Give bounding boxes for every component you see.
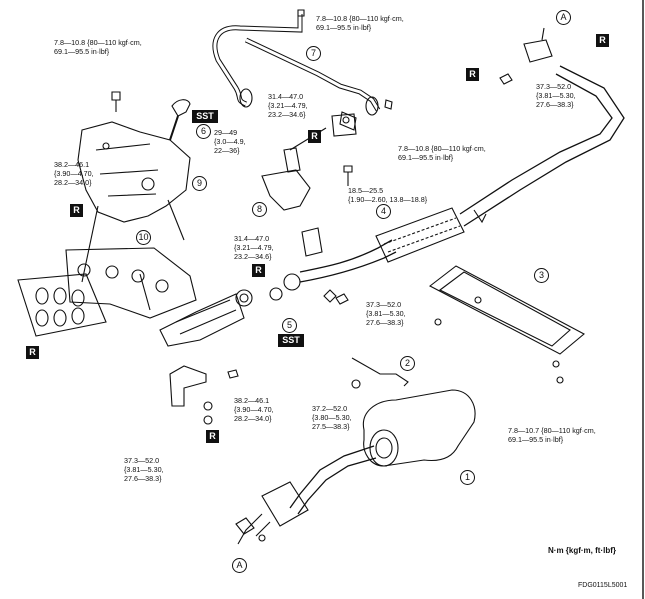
torque-spec-front-pipe-nut: 37.3—52.0 {3.81—5.30, 27.6—38.3} <box>366 300 406 327</box>
torque-spec-insulator-bolt: 7.8—10.8 {80—110 kgf·cm, 69.1—95.5 in·lb… <box>54 38 142 56</box>
reuse-badge: R <box>596 34 609 47</box>
torque-spec-flex-pipe: 31.4—47.0 {3.21—4.79, 23.2—34.6} <box>234 234 274 261</box>
torque-spec-o2-pipe-fitting: 31.4—47.0 {3.21—4.79, 23.2—34.6} <box>268 92 308 119</box>
torque-spec-bracket-bolt: 18.5—25.5 {1.90—2.60, 13.8—18.8} <box>348 186 428 204</box>
units-legend: N·m {kgf·m, ft·lbf} <box>548 546 616 555</box>
torque-spec-bracket-nut: 38.2—46.1 {3.90—4.70, 28.2—34.0} <box>234 396 274 423</box>
part-callout-8: 8 <box>252 202 267 217</box>
connection-marker-a-top: A <box>556 10 571 25</box>
part-callout-3: 3 <box>534 268 549 283</box>
sst-badge: SST <box>278 334 304 347</box>
part-callout-6: 6 <box>196 124 211 139</box>
part-callout-5: 5 <box>282 318 297 333</box>
torque-spec-egr-bolt: 7.8—10.8 {80—110 kgf·cm, 69.1—95.5 in·lb… <box>398 144 486 162</box>
torque-spec-rear-flange-nut: 37.3—52.0 {3.81—5.30, 27.6—38.3} <box>536 82 576 109</box>
torque-spec-oxygen-sensor: 29—49 {3.0—4.9, 22—36} <box>214 128 246 155</box>
reuse-badge: R <box>26 346 39 359</box>
torque-spec-lower-nut: 37.3—52.0 {3.81—5.30, 27.6—38.3} <box>124 456 164 483</box>
torque-spec-hanger-bolt: 37.2—52.0 {3.80—5.30, 27.5—38.3} <box>312 404 352 431</box>
connection-marker-a-bottom: A <box>232 558 247 573</box>
torque-spec-o2-pipe-bolt: 7.8—10.8 {80—110 kgf·cm, 69.1—95.5 in·lb… <box>316 14 404 32</box>
reuse-badge: R <box>252 264 265 277</box>
part-callout-7: 7 <box>306 46 321 61</box>
part-callout-2: 2 <box>400 356 415 371</box>
part-callout-4: 4 <box>376 204 391 219</box>
reuse-badge: R <box>308 130 321 143</box>
reuse-badge: R <box>466 68 479 81</box>
reuse-badge: R <box>70 204 83 217</box>
torque-spec-manifold-nut: 38.2—46.1 {3.90—4.70, 28.2—34.0} <box>54 160 94 187</box>
figure-code: FDG0115L5001 <box>578 582 628 589</box>
part-callout-9: 9 <box>192 176 207 191</box>
part-callout-1: 1 <box>460 470 475 485</box>
reuse-badge: R <box>206 430 219 443</box>
part-callout-10: 10 <box>136 230 151 245</box>
torque-spec-bracket-bolts: 7.8—10.7 {80—110 kgf·cm, 69.1—95.5 in·lb… <box>508 426 596 444</box>
sst-badge: SST <box>192 110 218 123</box>
